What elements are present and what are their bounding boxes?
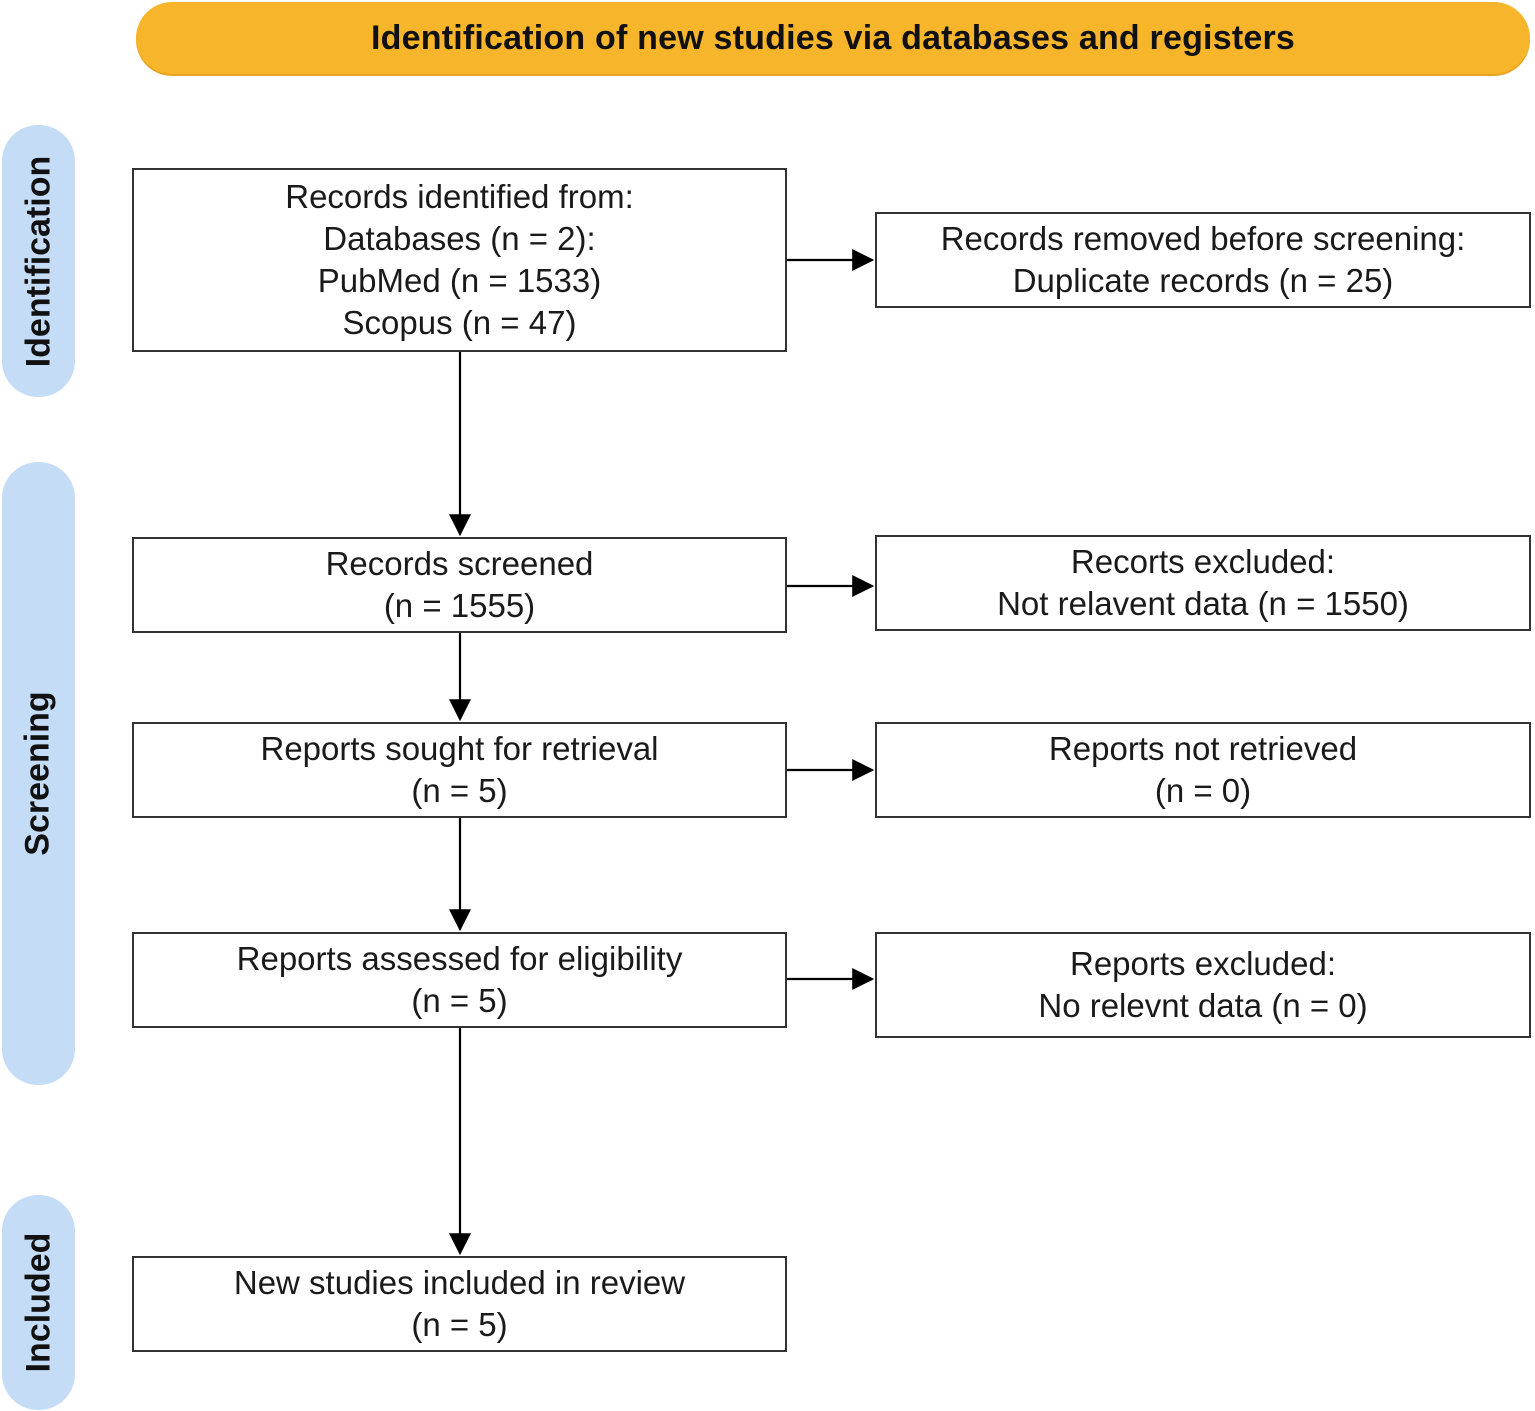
phase-included-label: Included xyxy=(19,1232,58,1373)
records-identified-line1: Records identified from: xyxy=(285,178,634,215)
studies-included-box: New studies included in review (n = 5) xyxy=(132,1256,787,1352)
phase-identification: Identification xyxy=(2,125,75,397)
reports-not-retrieved-line2: (n = 0) xyxy=(1154,772,1252,809)
phase-screening-label: Screening xyxy=(19,691,58,856)
records-excluded-line1: Recorts excluded: xyxy=(1070,543,1336,580)
reports-excluded-box: Reports excluded: No relevnt data (n = 0… xyxy=(875,932,1531,1038)
reports-not-retrieved-line1: Reports not retrieved xyxy=(1048,730,1358,767)
reports-assessed-box: Reports assessed for eligibility (n = 5) xyxy=(132,932,787,1028)
records-excluded-line2: Not relavent data (n = 1550) xyxy=(997,585,1409,622)
records-identified-box: Records identified from: Databases (n = … xyxy=(132,168,787,352)
records-identified-line4: Scopus (n = 47) xyxy=(342,304,577,341)
records-identified-line2: Databases (n = 2): xyxy=(323,220,596,257)
reports-sought-line1: Reports sought for retrieval xyxy=(260,730,659,767)
header-banner: Identification of new studies via databa… xyxy=(136,2,1530,74)
studies-included-line2: (n = 5) xyxy=(411,1306,508,1343)
reports-excluded-line1: Reports excluded: xyxy=(1070,945,1336,982)
records-removed-line1: Records removed before screening: xyxy=(940,220,1466,257)
records-identified-line3: PubMed (n = 1533) xyxy=(317,262,602,299)
reports-not-retrieved-box: Reports not retrieved (n = 0) xyxy=(875,722,1531,818)
records-excluded-box: Recorts excluded: Not relavent data (n =… xyxy=(875,535,1531,631)
records-removed-box: Records removed before screening: Duplic… xyxy=(875,212,1531,308)
studies-included-line1: New studies included in review xyxy=(233,1264,686,1301)
records-screened-line2: (n = 1555) xyxy=(383,587,536,624)
reports-sought-line2: (n = 5) xyxy=(411,772,508,809)
phase-identification-label: Identification xyxy=(19,155,57,367)
records-removed-line2: Duplicate records (n = 25) xyxy=(1012,262,1394,299)
reports-assessed-line2: (n = 5) xyxy=(411,982,508,1019)
reports-excluded-line2: No relevnt data (n = 0) xyxy=(1038,987,1368,1024)
records-screened-line1: Records screened xyxy=(325,545,594,582)
records-screened-box: Records screened (n = 1555) xyxy=(132,537,787,633)
phase-screening: Screening xyxy=(2,462,75,1085)
reports-assessed-line1: Reports assessed for eligibility xyxy=(236,940,683,977)
reports-sought-box: Reports sought for retrieval (n = 5) xyxy=(132,722,787,818)
header-title: Identification of new studies via databa… xyxy=(371,18,1295,57)
phase-included: Included xyxy=(2,1195,75,1410)
